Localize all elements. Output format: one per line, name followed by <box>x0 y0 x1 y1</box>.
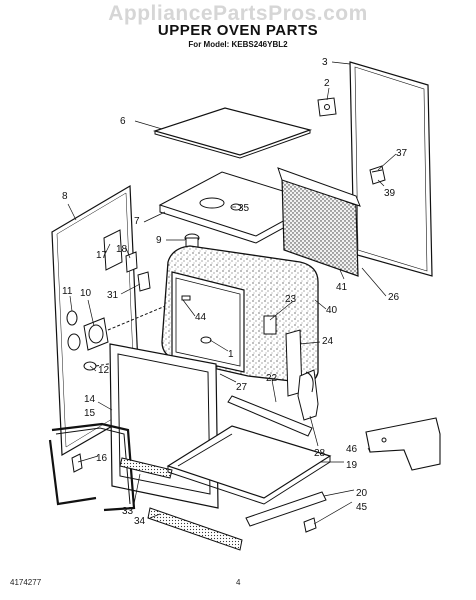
callout-24: 24 <box>322 336 334 347</box>
callout-labels: 3 2 6 37 39 35 8 7 9 18 17 41 26 31 11 1… <box>62 57 408 527</box>
mounting-block <box>365 417 441 471</box>
diagram-title: UPPER OVEN PARTS <box>157 22 319 39</box>
callout-18: 18 <box>116 244 128 255</box>
callout-3: 3 <box>322 57 328 68</box>
callout-44: 44 <box>195 312 207 323</box>
page-number: 4 <box>236 578 241 587</box>
callout-27: 27 <box>236 382 248 393</box>
callout-15: 15 <box>84 408 96 419</box>
callout-8: 8 <box>62 191 68 202</box>
small-bracket <box>303 517 317 533</box>
switch <box>137 271 151 292</box>
callout-23: 23 <box>285 294 297 305</box>
callout-6: 6 <box>120 116 126 127</box>
door-gasket <box>48 422 136 512</box>
callout-35: 35 <box>238 203 250 214</box>
callout-9: 9 <box>156 235 162 246</box>
callout-16: 16 <box>96 453 108 464</box>
callout-37: 37 <box>396 148 408 159</box>
bottom-panel <box>166 425 332 505</box>
callout-22: 22 <box>266 373 278 384</box>
oven-cavity <box>161 245 319 383</box>
leader-lines <box>67 61 397 525</box>
watermark-text: AppliancePartsPros.com <box>108 2 368 25</box>
gasket-clip <box>71 453 83 473</box>
callout-39: 39 <box>384 188 396 199</box>
vent-trim <box>119 457 173 479</box>
mounting-bracket <box>317 97 337 117</box>
callout-26: 26 <box>388 292 400 303</box>
callout-33: 33 <box>122 506 134 517</box>
callout-40: 40 <box>326 305 338 316</box>
support-rail <box>227 395 313 437</box>
callout-19: 19 <box>346 460 358 471</box>
model-subtitle: For Model: KEBS246YBL2 <box>188 40 288 49</box>
callout-7: 7 <box>134 216 140 227</box>
lower-vent-strip <box>147 507 243 551</box>
document-number: 4174277 <box>10 578 42 587</box>
top-panel <box>152 107 313 159</box>
callout-10: 10 <box>80 288 92 299</box>
callout-1: 1 <box>228 349 234 360</box>
callout-46: 46 <box>346 444 358 455</box>
hinge-receptacle <box>369 165 386 185</box>
callout-2: 2 <box>324 78 330 89</box>
callout-12: 12 <box>98 365 110 376</box>
callout-41: 41 <box>336 282 348 293</box>
callout-14: 14 <box>84 394 96 405</box>
callout-17: 17 <box>96 250 108 261</box>
front-rail <box>245 491 327 527</box>
rear-side-panel <box>349 61 433 277</box>
callout-28: 28 <box>314 448 326 459</box>
door-latch <box>297 369 319 421</box>
callout-20: 20 <box>356 488 368 499</box>
callout-34: 34 <box>134 516 146 527</box>
callout-31: 31 <box>107 290 119 301</box>
insulation-pad <box>277 167 361 277</box>
callout-45: 45 <box>356 502 368 513</box>
switch-bracket <box>103 229 138 273</box>
callout-11: 11 <box>62 286 73 297</box>
